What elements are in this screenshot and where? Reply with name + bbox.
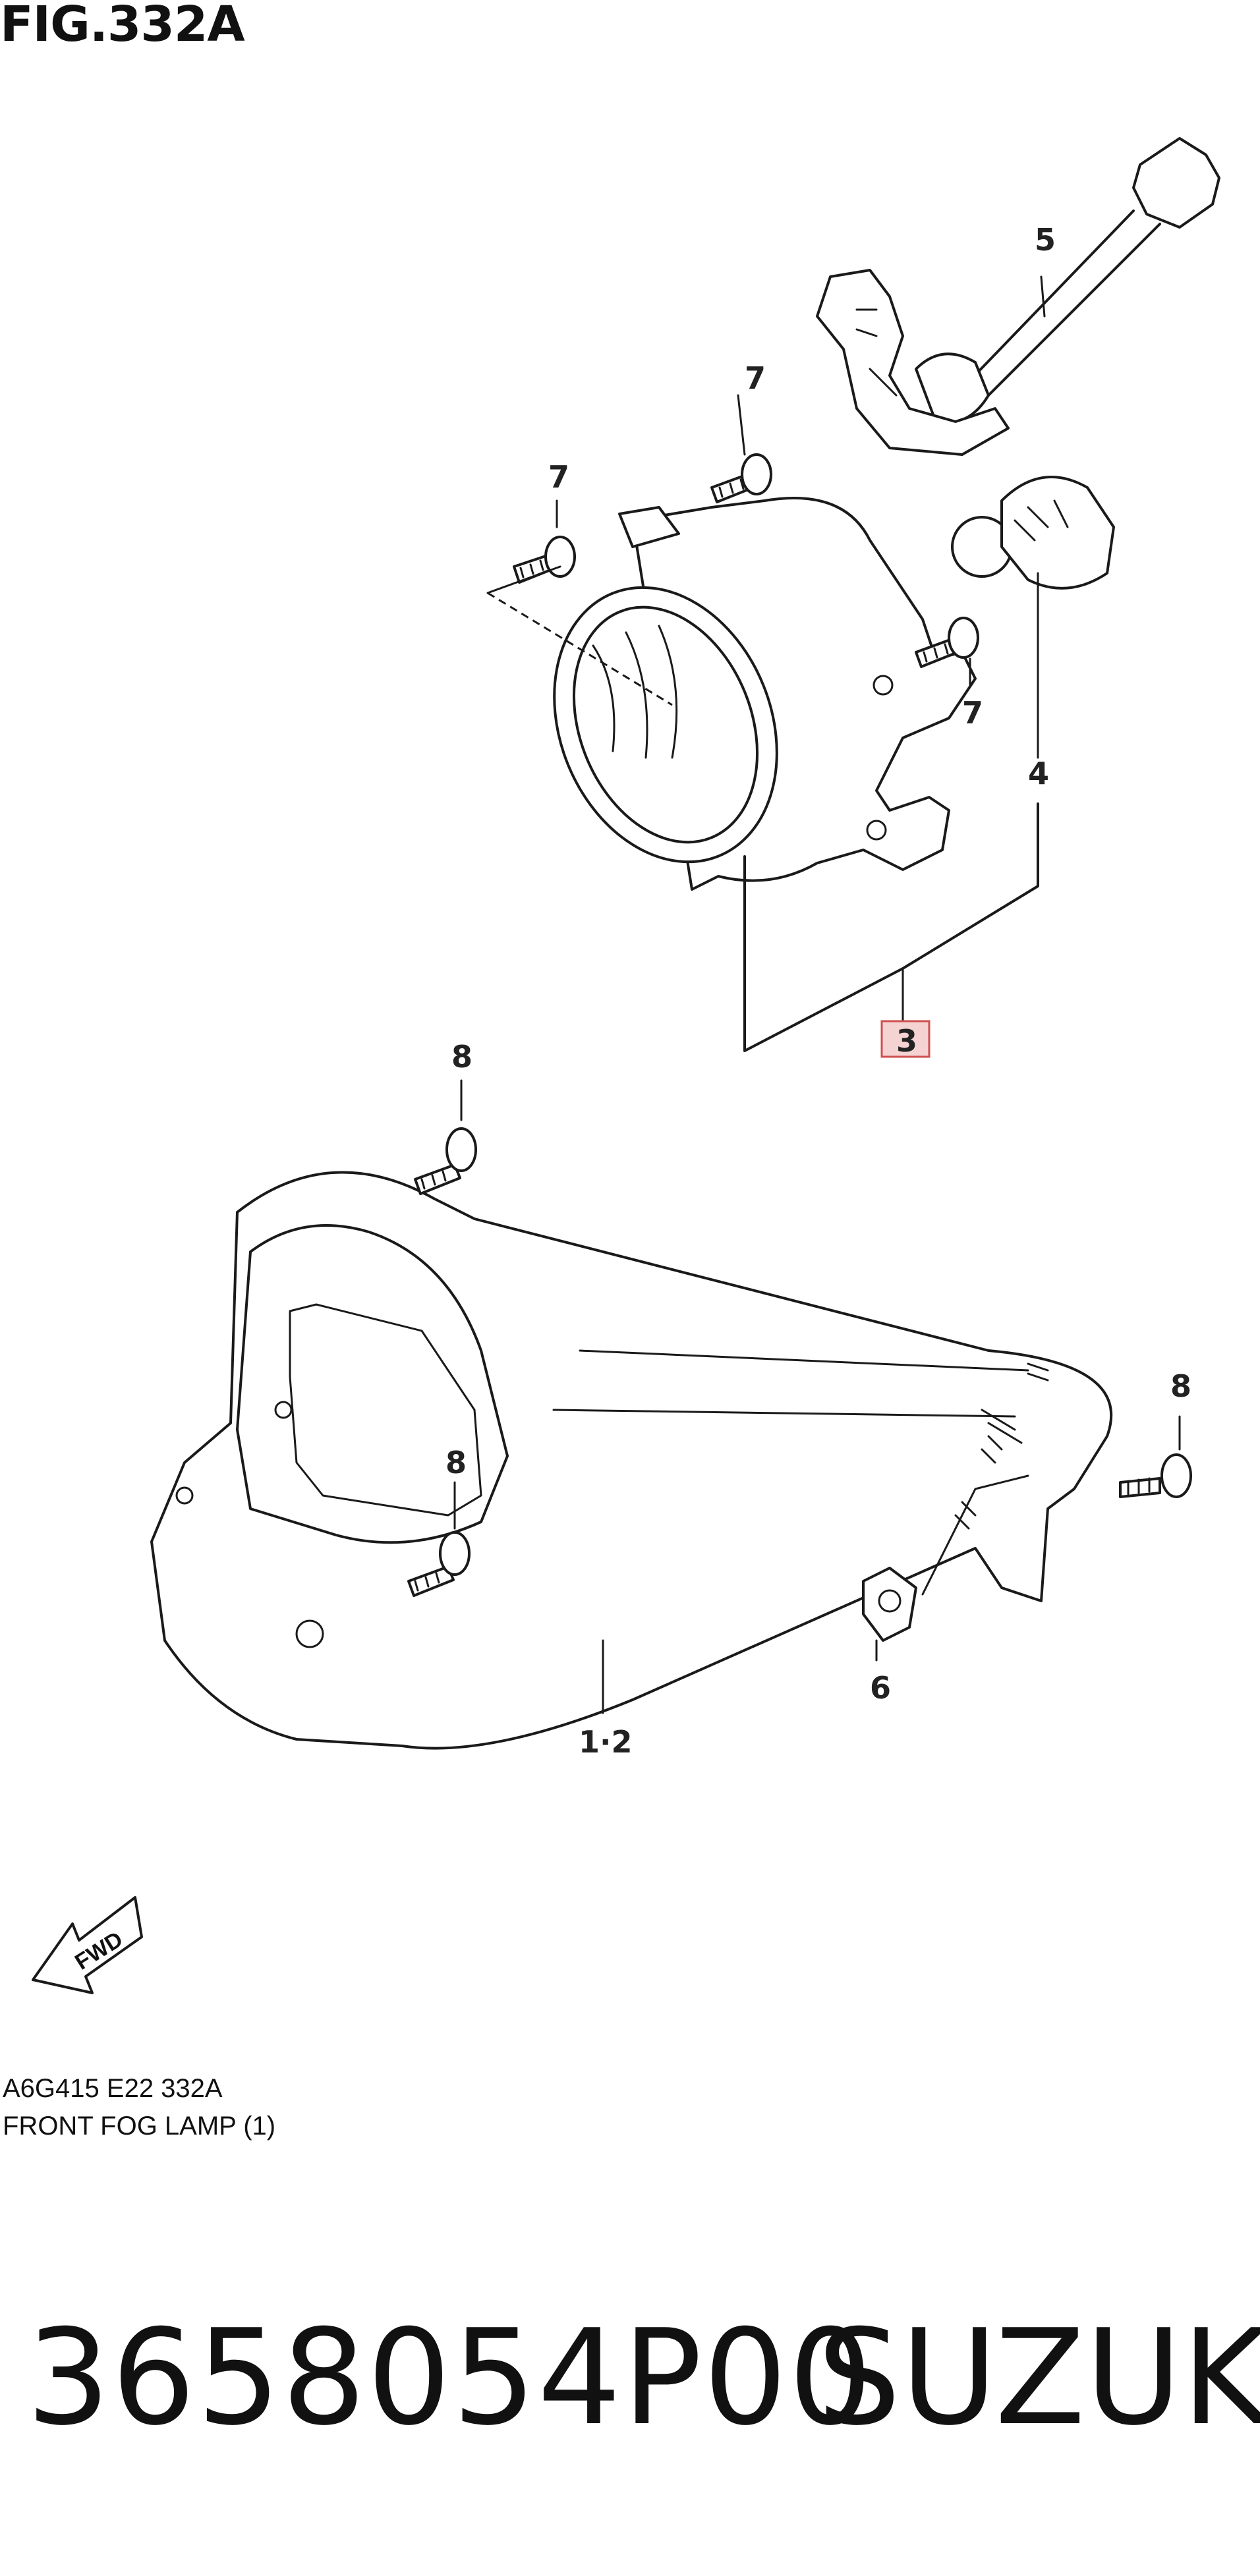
callout-8-top: 8	[451, 1039, 472, 1075]
fog-lamp-bracket[interactable]	[150, 1171, 1113, 1750]
callout-5: 5	[1035, 222, 1056, 258]
callout-6: 6	[870, 1670, 891, 1706]
screw-7-top[interactable]	[710, 453, 772, 503]
figure-title: FIG.332A	[0, 0, 245, 53]
callout-3: 3	[896, 1023, 917, 1059]
diagram-description: FRONT FOG LAMP (1)	[3, 2112, 276, 2141]
fog-lamp-housing[interactable]	[487, 497, 977, 895]
callout-8-inner: 8	[445, 1445, 467, 1480]
diagram-code: A6G415 E22 332A	[3, 2074, 223, 2103]
forward-direction-arrow: FWD	[32, 1896, 143, 1994]
callout-8-right: 8	[1170, 1368, 1191, 1404]
fog-bulb[interactable]	[951, 476, 1115, 590]
bolt-8-right[interactable]	[1119, 1453, 1192, 1498]
callout-box-3[interactable]	[880, 1020, 931, 1058]
callout-7-top: 7	[745, 360, 766, 396]
callout-7-right: 7	[962, 695, 983, 731]
wiring-harness[interactable]	[816, 137, 1220, 456]
bolt-8-top[interactable]	[414, 1127, 477, 1195]
callout-4: 4	[1028, 756, 1049, 791]
bolt-8-inner[interactable]	[407, 1531, 471, 1597]
nut-6[interactable]	[862, 1567, 917, 1642]
screw-7-right[interactable]	[915, 617, 979, 668]
part-number: 3658054P00	[26, 2301, 874, 2455]
screw-7-left[interactable]	[513, 536, 576, 584]
callout-1-2: 1·2	[579, 1724, 633, 1760]
brand-name: SUZUKI	[817, 2301, 1260, 2455]
callout-7-left: 7	[548, 459, 569, 495]
